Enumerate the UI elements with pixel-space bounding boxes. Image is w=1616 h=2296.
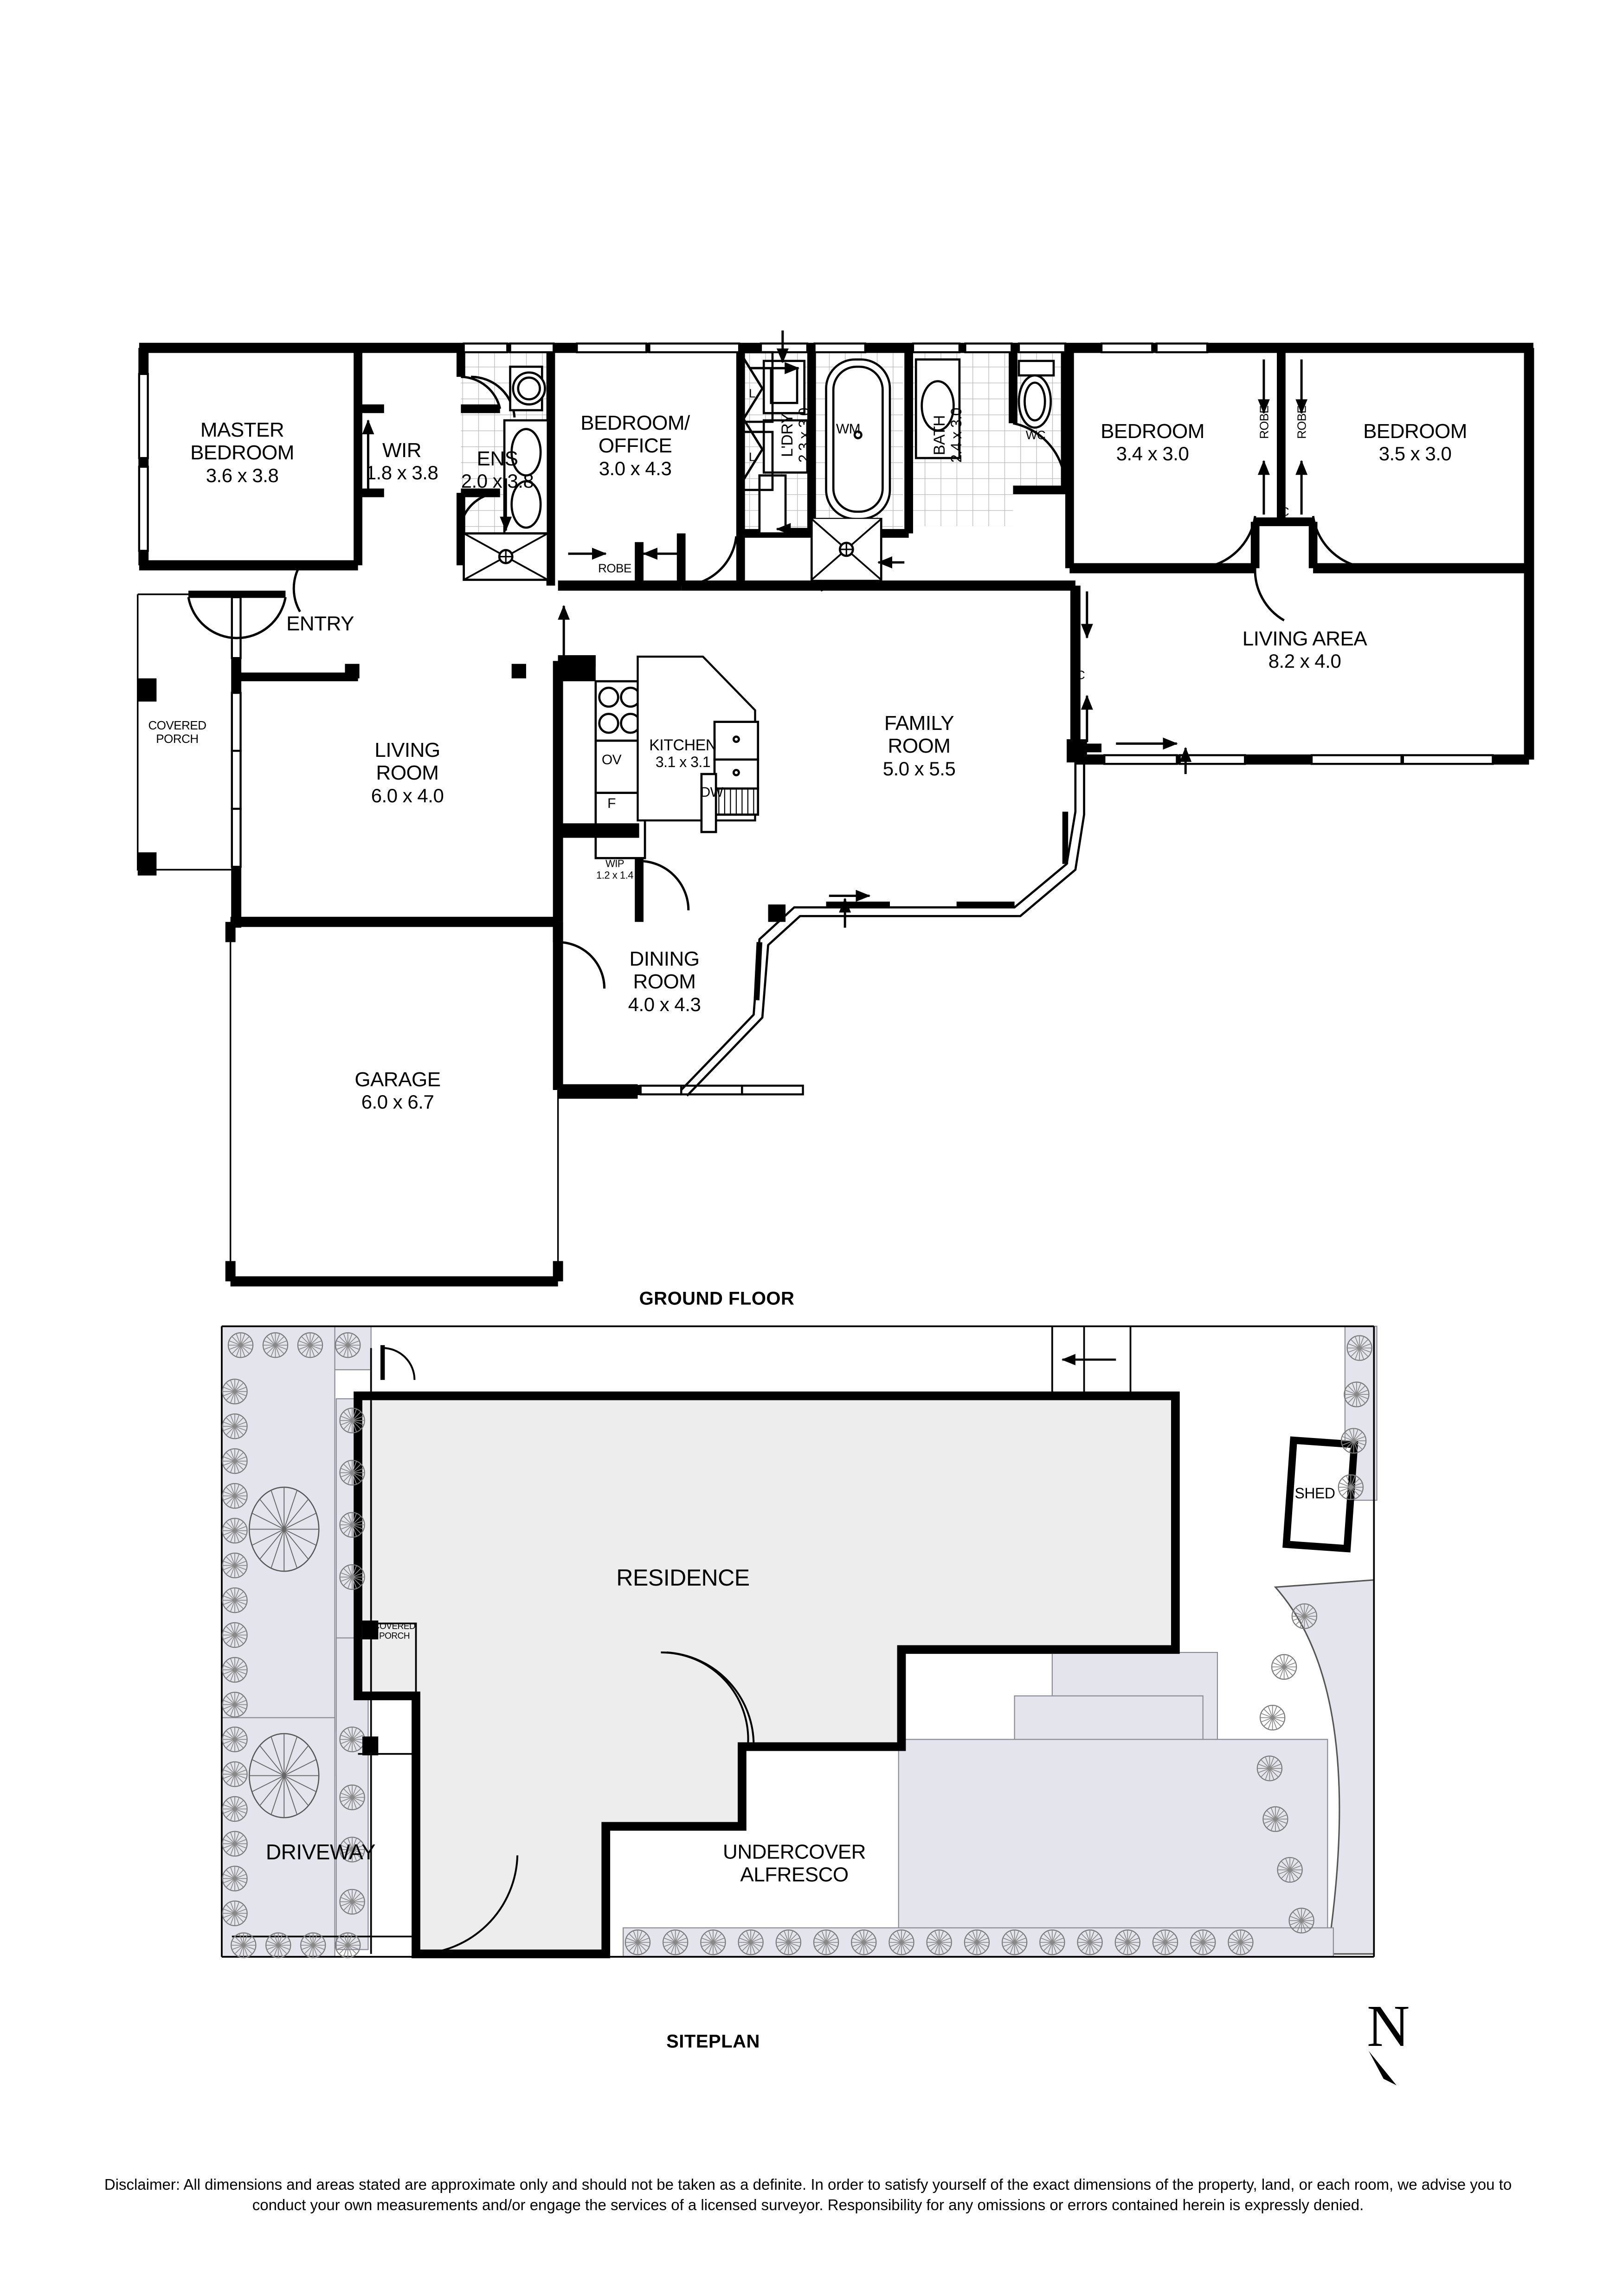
room-label-wir: WIR 1.8 x 3.8 (365, 439, 438, 484)
door-swings (187, 357, 1374, 989)
north-compass: N (1367, 1996, 1419, 2092)
room-label-wip: WIP 1.2 x 1.4 (596, 858, 633, 881)
room-label-bath: BATH 2.4 x 3.0 (931, 407, 965, 463)
siteplan-label-undercover-alfresco: UNDERCOVER ALFRESCO (723, 1840, 866, 1886)
appliance-label-fridge: F (607, 796, 616, 812)
annotation-linen-1: L (749, 386, 755, 400)
siteplan-label-residence: RESIDENCE (616, 1565, 750, 1591)
appliance-label-oven: OV (601, 752, 622, 768)
annotation-robe-bedroom-2: ROBE (1257, 406, 1271, 439)
annotation-linen-2: L (749, 450, 755, 464)
appliance-label-dishwasher: DW (700, 785, 723, 800)
piers (137, 655, 1087, 1099)
room-label-kitchen: KITCHEN 3.1 x 3.1 (649, 736, 717, 771)
room-label-garage: GARAGE 6.0 x 6.7 (354, 1068, 441, 1113)
porch-piers (362, 1620, 379, 1755)
room-label-ens: ENS 2.0 x 3.8 (461, 447, 534, 492)
north-arrow-icon (1369, 2051, 1397, 2085)
north-letter: N (1367, 1993, 1410, 2059)
section-title-ground-floor: GROUND FLOOR (639, 1288, 795, 1309)
room-label-wc: WC (1025, 428, 1046, 442)
room-label-master-bedroom: MASTER BEDROOM 3.6 x 3.8 (190, 419, 294, 486)
siteplan-label-covered-porch: COVERED PORCH (373, 1621, 416, 1641)
annotation-cupboard-bedrooms: C (1280, 504, 1289, 519)
room-label-laundry: L'DRY 2.3 x 3.0 (779, 407, 813, 463)
room-label-living-area: LIVING AREA 8.2 x 4.0 (1242, 627, 1367, 672)
room-label-bedroom-2: BEDROOM 3.4 x 3.0 (1101, 419, 1204, 465)
room-label-covered-porch: COVERED PORCH (148, 718, 206, 746)
room-label-family-room: FAMILY ROOM 5.0 x 5.5 (882, 712, 956, 780)
fixtures (463, 351, 1055, 859)
siteplan-label-shed: SHED (1294, 1485, 1335, 1502)
disclaimer-text: Disclaimer: All dimensions and areas sta… (104, 2176, 1512, 2213)
room-label-bedroom-3: BEDROOM 3.5 x 3.0 (1363, 419, 1467, 465)
section-title-siteplan: SITEPLAN (666, 2031, 760, 2052)
room-label-living-room: LIVING ROOM 6.0 x 4.0 (371, 739, 444, 806)
appliance-label-washing-machine: WM (836, 421, 861, 437)
site-boundaries (221, 1325, 1375, 1958)
sliding-glazing (680, 759, 1085, 1097)
annotation-robe-bedroom-3: ROBE (1294, 406, 1309, 439)
room-label-dining-room: DINING ROOM 4.0 x 4.3 (628, 948, 701, 1015)
annotation-robe-bedroom-office: ROBE (598, 561, 631, 575)
siteplan-door-swings (380, 1345, 755, 1955)
room-label-bedroom-office: BEDROOM/ OFFICE 3.0 x 4.3 (580, 412, 690, 479)
siteplan-label-driveway: DRIVEWAY (265, 1840, 376, 1864)
interior-walls (236, 348, 1318, 922)
room-label-entry: ENTRY (286, 612, 354, 635)
annotation-cupboard-living: C (1076, 668, 1085, 682)
